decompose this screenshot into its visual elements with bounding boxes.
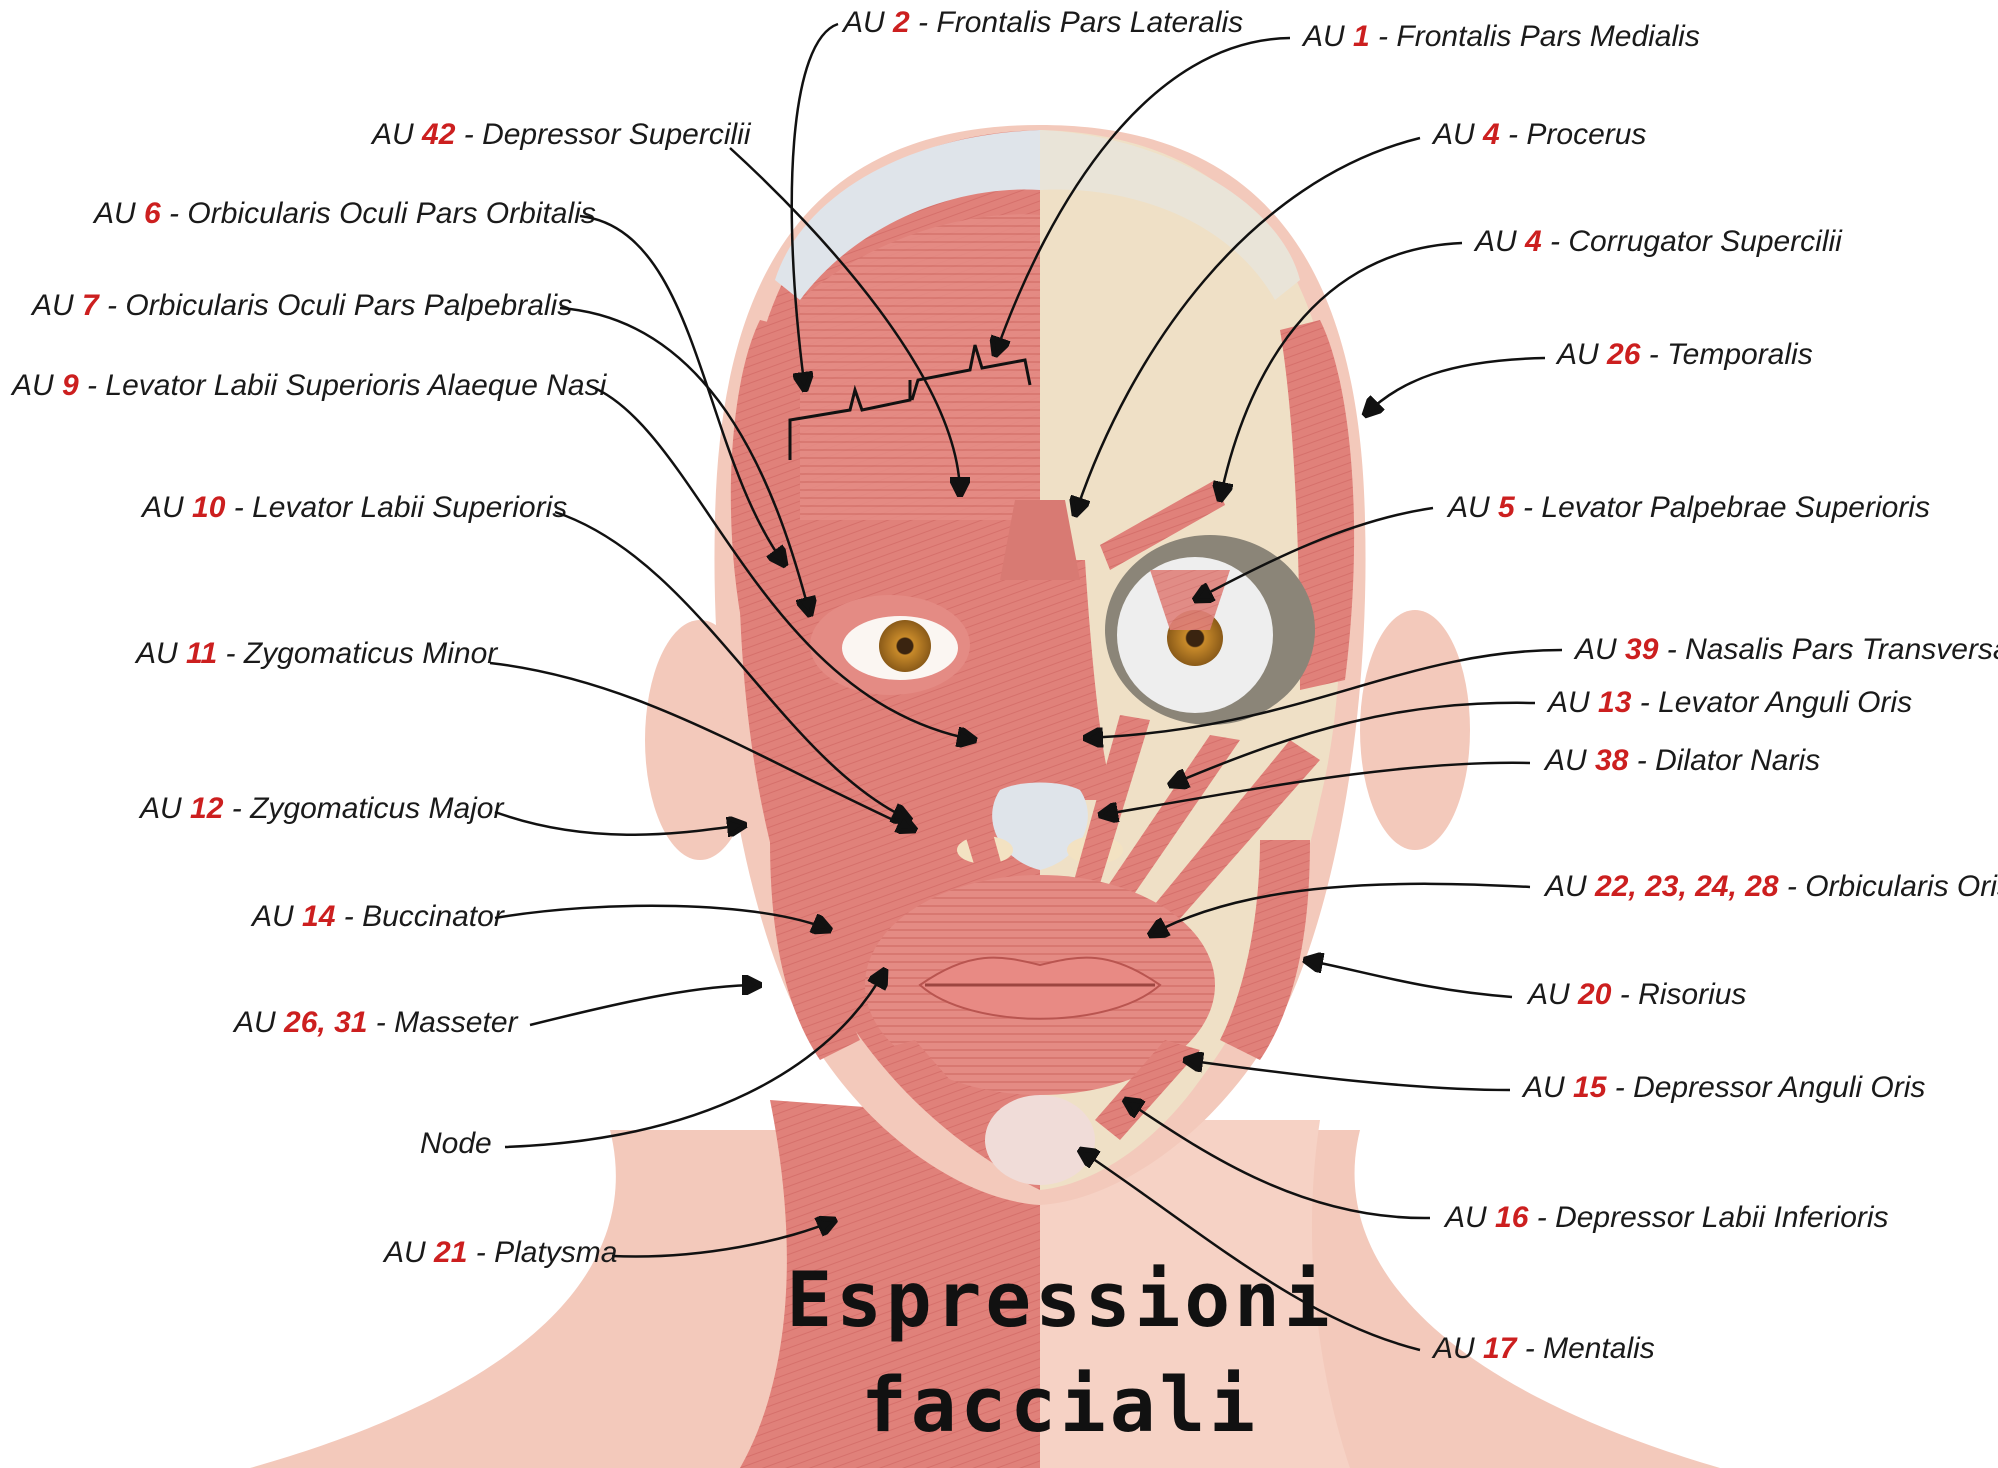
label-au26-temporalis: AU 26 - Temporalis <box>1557 338 1813 372</box>
label-node: Node <box>420 1127 492 1161</box>
label-au6: AU 6 - Orbicularis Oculi Pars Orbitalis <box>94 197 596 231</box>
label-au39: AU 39 - Nasalis Pars Transversa <box>1575 633 1998 667</box>
right-ear <box>1360 610 1470 850</box>
label-au5: AU 5 - Levator Palpebrae Superioris <box>1448 491 1930 525</box>
label-au20: AU 20 - Risorius <box>1528 978 1746 1012</box>
label-au2: AU 2 - Frontalis Pars Lateralis <box>843 6 1243 40</box>
label-au26-31: AU 26, 31 - Masseter <box>234 1006 518 1040</box>
label-au38: AU 38 - Dilator Naris <box>1545 744 1820 778</box>
label-au42: AU 42 - Depressor Supercilii <box>372 118 751 152</box>
mentalis <box>985 1095 1095 1185</box>
label-au15: AU 15 - Depressor Anguli Oris <box>1523 1071 1925 1105</box>
label-au10: AU 10 - Levator Labii Superioris <box>142 491 567 525</box>
label-au12: AU 12 - Zygomaticus Major <box>140 792 503 826</box>
label-au4-corrugator: AU 4 - Corrugator Supercilii <box>1475 225 1842 259</box>
title-line1: Espressioni <box>780 1255 1340 1345</box>
label-au21: AU 21 - Platysma <box>384 1236 617 1270</box>
label-au17: AU 17 - Mentalis <box>1433 1332 1655 1366</box>
left-iris <box>879 620 931 672</box>
label-au13: AU 13 - Levator Anguli Oris <box>1548 686 1912 720</box>
label-au1: AU 1 - Frontalis Pars Medialis <box>1303 20 1700 54</box>
label-au16: AU 16 - Depressor Labii Inferioris <box>1445 1201 1889 1235</box>
label-au22-28: AU 22, 23, 24, 28 - Orbicularis Oris <box>1545 870 1998 904</box>
label-au4-procerus: AU 4 - Procerus <box>1433 118 1646 152</box>
label-au14: AU 14 - Buccinator <box>252 900 504 934</box>
label-au9: AU 9 - Levator Labii Superioris Alaeque … <box>12 369 606 403</box>
label-au11: AU 11 - Zygomaticus Minor <box>136 637 497 671</box>
label-au7: AU 7 - Orbicularis Oculi Pars Palpebrali… <box>32 289 572 323</box>
title-line2: facciali <box>780 1360 1340 1450</box>
